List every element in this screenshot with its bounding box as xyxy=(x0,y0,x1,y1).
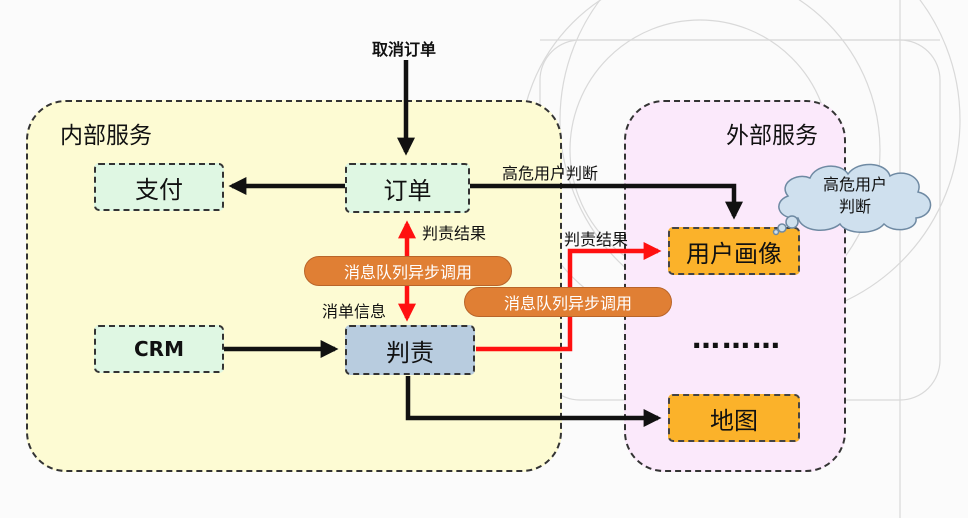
more-services-ellipsis: ……… xyxy=(692,322,782,355)
cloud-text-line1: 高危用户 xyxy=(822,175,887,194)
user-profile-node: 用户画像 xyxy=(668,227,800,275)
cancel-info-label: 消单信息 xyxy=(322,302,387,321)
mq-async-pill-1: 消息队列异步调用 xyxy=(304,256,512,286)
high-risk-user-label: 高危用户判断 xyxy=(502,164,599,183)
cloud-text-line2: 判断 xyxy=(838,197,871,216)
internal-services-title: 内部服务 xyxy=(60,123,152,149)
arrow-judge-to-map xyxy=(405,376,662,427)
judge-node: 判责 xyxy=(345,325,475,375)
judge-result-label-right: 判责结果 xyxy=(564,230,629,249)
high-risk-cloud xyxy=(772,163,932,236)
map-node: 地图 xyxy=(668,394,800,442)
payment-node: 支付 xyxy=(94,163,224,211)
external-services-title: 外部服务 xyxy=(726,123,818,149)
order-node: 订单 xyxy=(345,163,470,213)
cancel-order-label: 取消订单 xyxy=(372,40,437,59)
cloud-text: 高危用户 判断 xyxy=(800,174,910,218)
crm-node: CRM xyxy=(94,325,224,373)
judge-result-label-up: 判责结果 xyxy=(422,224,487,243)
arrow-order-to-userprofile xyxy=(470,183,743,220)
internal-services-group xyxy=(26,100,562,472)
mq-async-pill-2: 消息队列异步调用 xyxy=(464,287,672,317)
